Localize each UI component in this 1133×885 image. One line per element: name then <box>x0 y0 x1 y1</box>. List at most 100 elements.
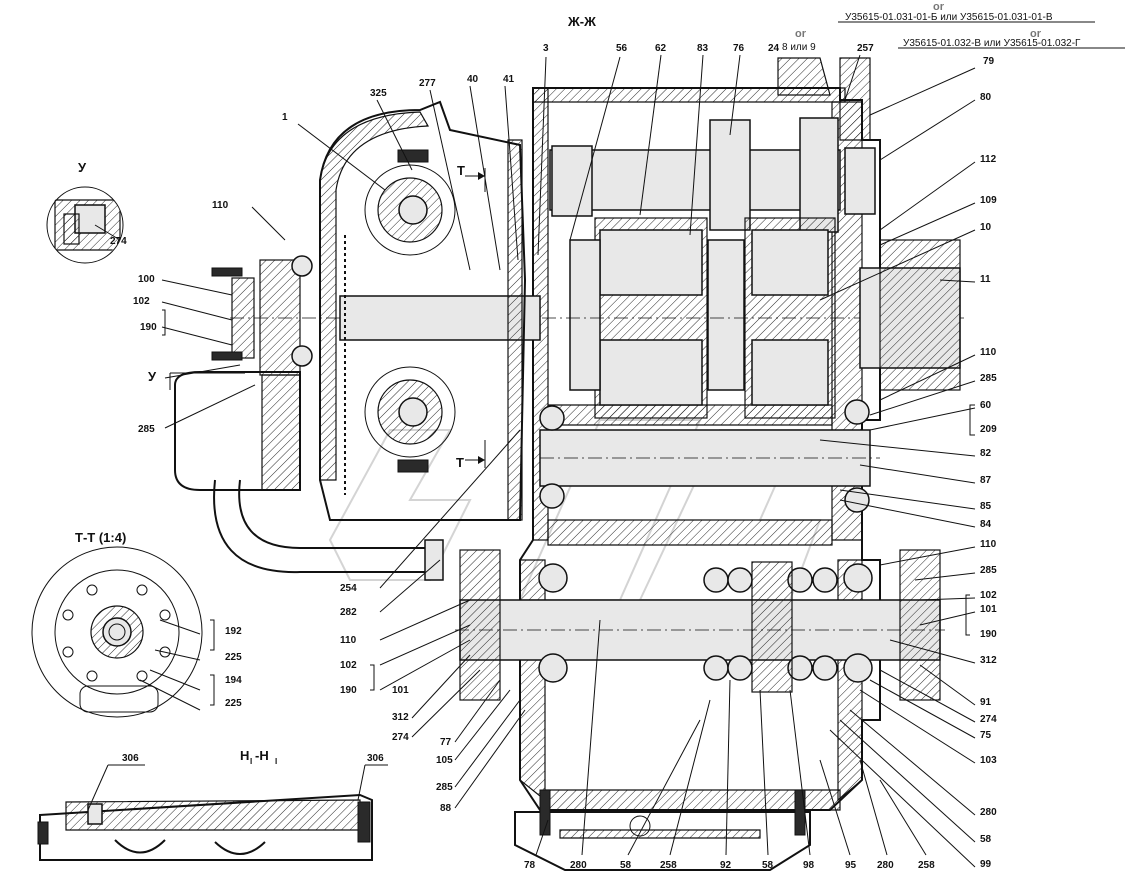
callout-190-right: 190 <box>980 629 997 640</box>
variant-code-1: У35615-01.031-01-Б или У35615-01.031-01-… <box>845 12 1053 23</box>
callout-10: 10 <box>980 222 992 233</box>
top-cover <box>777 57 871 141</box>
callout-100: 100 <box>138 274 155 285</box>
callout-285-right-2: 285 <box>980 565 997 576</box>
callout-24: 24 <box>768 43 780 54</box>
hh-title-sub1: I <box>250 757 252 766</box>
callout-105: 105 <box>436 755 453 766</box>
callout-75: 75 <box>980 730 992 741</box>
callout-109: 109 <box>980 195 997 206</box>
callout-79: 79 <box>983 56 995 67</box>
callout-306-left: 306 <box>122 753 139 764</box>
callout-110-right-2: 110 <box>980 539 997 550</box>
callout-58-a: 58 <box>620 860 632 871</box>
callout-194: 194 <box>225 675 242 686</box>
callout-95: 95 <box>845 860 857 871</box>
callout-62: 62 <box>655 43 667 54</box>
callout-102-left: 102 <box>133 296 150 307</box>
callout-110-right: 110 <box>980 347 997 358</box>
or-label-3: or <box>795 28 807 40</box>
callout-88: 88 <box>440 803 452 814</box>
hh-section-title: Н I -Н I <box>240 748 277 766</box>
callout-1: 1 <box>282 112 288 123</box>
hh-title-h2: -Н <box>255 748 269 763</box>
callout-274-mid: 274 <box>392 732 409 743</box>
callout-58-b: 58 <box>762 860 774 871</box>
hh-title-h1: Н <box>240 748 249 763</box>
callout-282: 282 <box>340 607 357 618</box>
callout-258-a: 258 <box>660 860 677 871</box>
callout-190-left: 190 <box>140 322 157 333</box>
callout-87: 87 <box>980 475 992 486</box>
callout-41: 41 <box>503 74 515 85</box>
torque-converter <box>319 100 527 521</box>
callout-11: 11 <box>980 274 991 285</box>
callout-192: 192 <box>225 626 242 637</box>
main-section-title: Ж-Ж <box>567 14 596 29</box>
callout-285-right: 285 <box>980 373 997 384</box>
callout-312-right: 312 <box>980 655 997 666</box>
middle-shaft <box>539 399 880 513</box>
callout-101-right: 101 <box>980 604 997 615</box>
main-shaft <box>230 239 965 391</box>
callout-280-right: 280 <box>980 807 997 818</box>
section-markers <box>169 168 486 468</box>
callout-110-left: 110 <box>212 200 229 211</box>
y-view-title: У <box>78 160 87 175</box>
callout-40: 40 <box>467 74 479 85</box>
tt-arrow-bottom: Т <box>456 455 464 470</box>
callout-76: 76 <box>733 43 745 54</box>
callout-91: 91 <box>980 697 992 708</box>
callout-84: 84 <box>980 519 992 530</box>
callout-312-mid: 312 <box>392 712 409 723</box>
callout-258-b: 258 <box>918 860 935 871</box>
tt-section-view <box>31 546 203 718</box>
callout-225-a: 225 <box>225 652 242 663</box>
tt-arrow-top: Т <box>457 163 465 178</box>
callout-274-right: 274 <box>980 714 997 725</box>
label-8-or-9: 8 или 9 <box>782 42 816 53</box>
callout-78: 78 <box>524 860 536 871</box>
callout-77: 77 <box>440 737 452 748</box>
callout-254: 254 <box>340 583 357 594</box>
callout-3: 3 <box>543 43 549 54</box>
callout-190-mid: 190 <box>340 685 357 696</box>
callout-85: 85 <box>980 501 992 512</box>
callout-285-left: 285 <box>138 424 155 435</box>
hh-section-view <box>37 793 373 861</box>
callout-325: 325 <box>370 88 387 99</box>
callout-99: 99 <box>980 859 992 870</box>
y-detail-view <box>46 186 124 264</box>
callout-58-right: 58 <box>980 834 992 845</box>
leader-lines <box>87 54 976 868</box>
callout-60: 60 <box>980 400 992 411</box>
callout-277: 277 <box>419 78 436 89</box>
callout-112: 112 <box>980 154 997 165</box>
callout-102-right: 102 <box>980 590 997 601</box>
callout-306-right: 306 <box>367 753 384 764</box>
callout-labels: 1 325 277 40 41 3 56 62 83 76 24 257 79 … <box>110 43 997 871</box>
or-label-2: or <box>1030 28 1042 40</box>
callout-274-left: 274 <box>110 236 127 247</box>
callout-225-b: 225 <box>225 698 242 709</box>
callout-110-mid: 110 <box>340 635 357 646</box>
variant-code-2: У35615-01.032-В или У35615-01.032-Г <box>903 38 1081 49</box>
callout-285-mid: 285 <box>436 782 453 793</box>
callout-101-mid: 101 <box>392 685 409 696</box>
input-flange <box>211 255 313 376</box>
callout-82: 82 <box>980 448 992 459</box>
callout-102-mid: 102 <box>340 660 357 671</box>
tt-section-title: Т-Т (1:4) <box>75 530 126 545</box>
pump-assembly <box>174 371 444 581</box>
callout-98: 98 <box>803 860 815 871</box>
or-label-1: or <box>933 1 945 13</box>
callout-103: 103 <box>980 755 997 766</box>
callout-56: 56 <box>616 43 628 54</box>
output-shaft <box>455 549 945 701</box>
y-view-arrow-label: У <box>148 369 157 384</box>
callout-80: 80 <box>980 92 992 103</box>
callout-209: 209 <box>980 424 997 435</box>
callout-92: 92 <box>720 860 732 871</box>
